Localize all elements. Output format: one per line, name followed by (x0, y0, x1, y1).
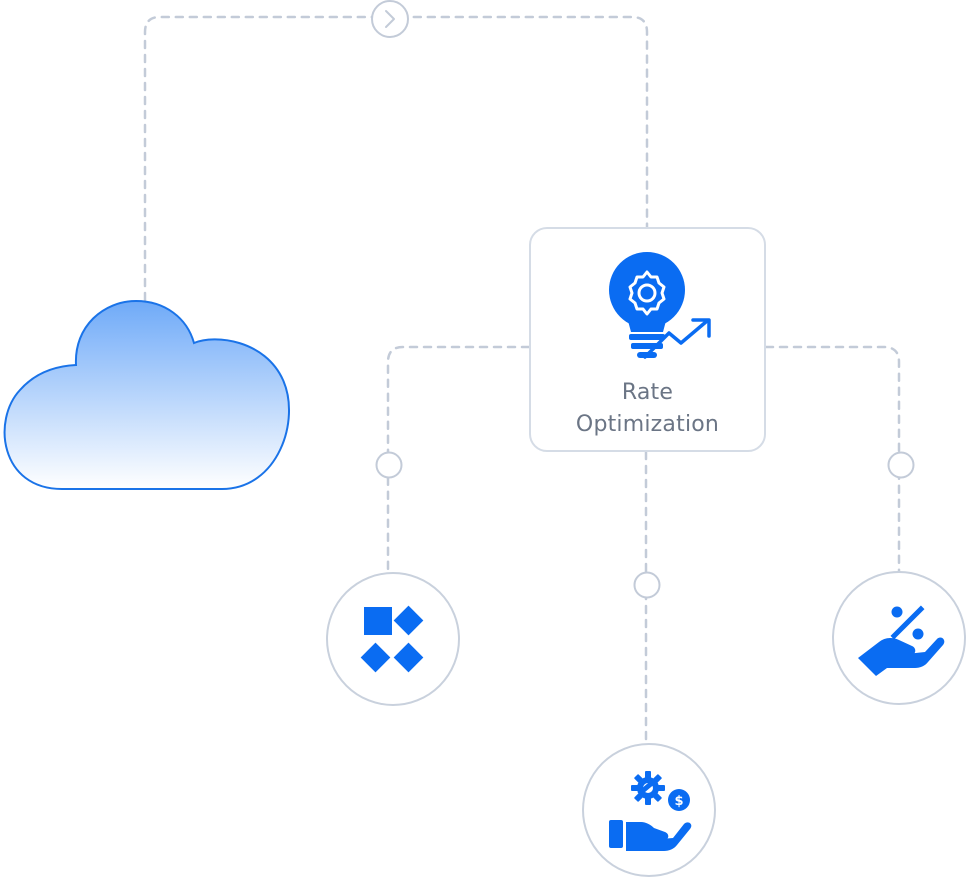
connector-left-branch (386, 345, 531, 574)
top-chevron-node[interactable] (371, 0, 409, 38)
connector-rings (375, 451, 915, 599)
chevron-right-icon (385, 10, 395, 28)
card-title: Rate Optimization (531, 377, 764, 441)
svg-text:$: $ (674, 794, 683, 809)
card-title-line2: Optimization (575, 412, 720, 437)
connector-top-loop (143, 15, 649, 302)
cloud-icon (3, 299, 291, 490)
hand-percent-icon (858, 605, 945, 676)
ring-bottom (633, 571, 661, 599)
ring-right (887, 451, 915, 479)
hand-gear-dollar-icon: $ (609, 771, 692, 851)
hand-gear-dollar-node[interactable]: $ (582, 743, 716, 877)
card-title-line1: Rate (621, 380, 674, 405)
lightbulb-gear-growth-icon (609, 252, 711, 359)
ring-left (375, 451, 403, 479)
shapes-node[interactable] (326, 572, 460, 706)
connector-right-branch (764, 345, 901, 574)
hand-percent-node[interactable] (832, 571, 966, 705)
shapes-icon (360, 605, 424, 673)
rate-optimization-card[interactable]: Rate Optimization (529, 227, 766, 452)
